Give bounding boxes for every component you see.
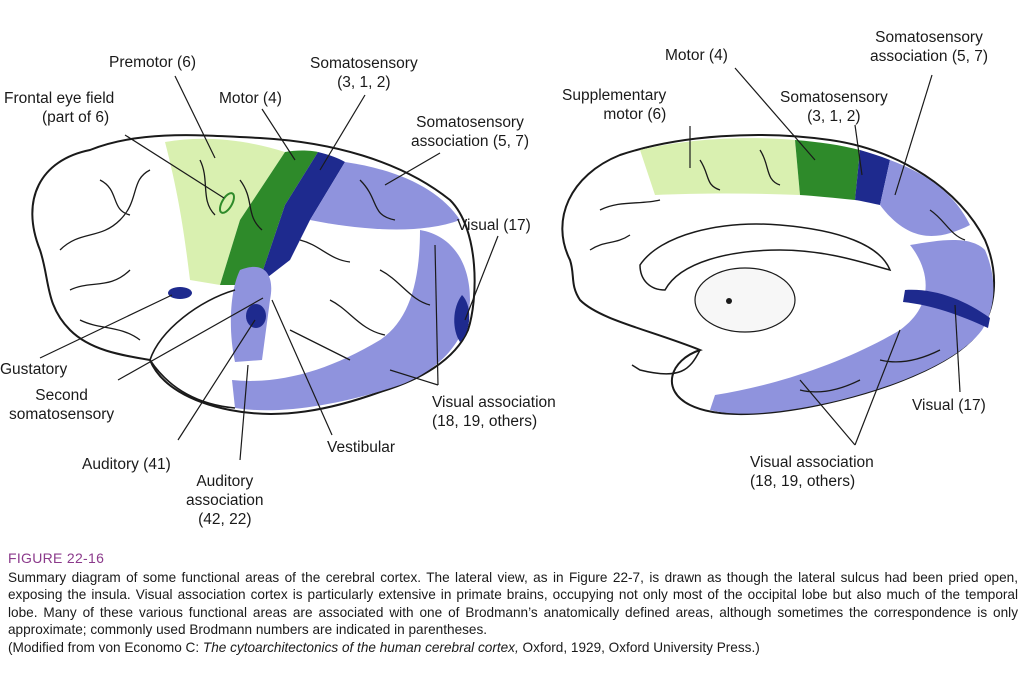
label-lateral-visual: Visual (17) bbox=[457, 216, 531, 235]
label-vestibular: Vestibular bbox=[327, 438, 395, 457]
label-medial-motor: Motor (4) bbox=[665, 46, 728, 65]
label-lateral-motor: Motor (4) bbox=[219, 89, 282, 108]
figure-number: FIGURE 22-16 bbox=[8, 550, 1018, 566]
label-gustatory: Gustatory bbox=[0, 360, 67, 379]
medial-dot bbox=[726, 298, 732, 304]
label-medial-visual-association: Visual association (18, 19, others) bbox=[750, 453, 874, 491]
brain-diagram-figure: Premotor (6) Frontal eye field (part of … bbox=[0, 0, 1023, 545]
caption-text: Summary diagram of some functional areas… bbox=[8, 569, 1018, 639]
label-auditory-association: Auditory association (42, 22) bbox=[186, 472, 264, 529]
label-auditory: Auditory (41) bbox=[82, 455, 171, 474]
label-lateral-visual-association: Visual association (18, 19, others) bbox=[432, 393, 556, 431]
caption-source: (Modified from von Economo C: The cytoar… bbox=[8, 639, 1018, 656]
lateral-brain-view bbox=[32, 135, 474, 414]
label-lateral-somatosensory: Somatosensory (3, 1, 2) bbox=[310, 54, 418, 92]
lateral-gustatory-area bbox=[168, 287, 192, 299]
label-premotor: Premotor (6) bbox=[109, 53, 196, 72]
caption-source-suffix: Oxford, 1929, Oxford University Press.) bbox=[519, 640, 760, 655]
label-medial-somatosensory: Somatosensory (3, 1, 2) bbox=[780, 88, 888, 126]
figure-caption: FIGURE 22-16 Summary diagram of some fun… bbox=[8, 550, 1018, 656]
label-medial-visual: Visual (17) bbox=[912, 396, 986, 415]
caption-source-title: The cytoarchitectonics of the human cere… bbox=[203, 640, 519, 655]
medial-brain-view bbox=[562, 135, 994, 414]
label-supplementary-motor: Supplementary motor (6) bbox=[562, 86, 666, 124]
label-second-somatosensory: Second somatosensory bbox=[9, 386, 114, 424]
lateral-auditory-area bbox=[246, 304, 266, 328]
label-medial-somatosensory-association: Somatosensory association (5, 7) bbox=[870, 28, 988, 66]
label-frontal-eye-field: Frontal eye field (part of 6) bbox=[4, 89, 114, 127]
label-lateral-somatosensory-association: Somatosensory association (5, 7) bbox=[411, 113, 529, 151]
medial-thalamus bbox=[695, 268, 795, 332]
medial-supplementary-motor-area bbox=[640, 138, 800, 195]
caption-source-prefix: (Modified from von Economo C: bbox=[8, 640, 203, 655]
